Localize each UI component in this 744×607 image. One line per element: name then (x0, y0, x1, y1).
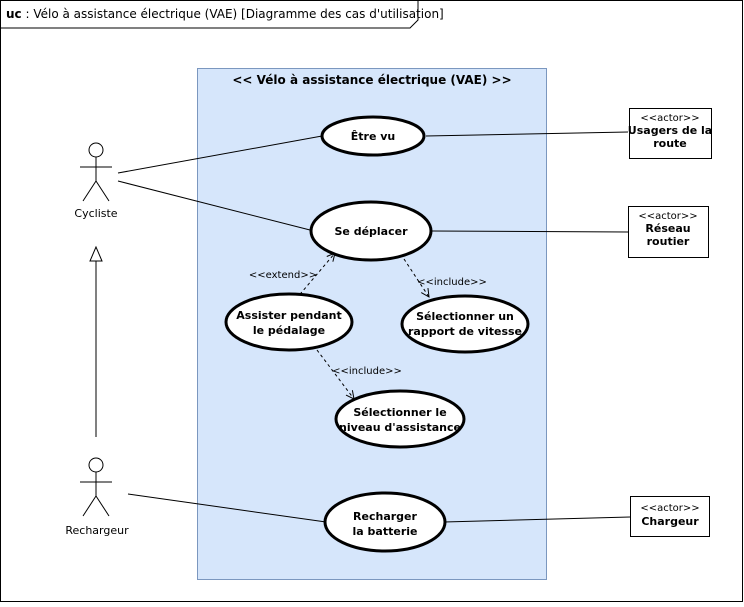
generalization-arrowhead (89, 245, 103, 262)
actor-label: Rechargeur (65, 524, 129, 537)
actor-name-line1: Réseau (645, 222, 690, 235)
use-case-selectionner-rapport[interactable]: Sélectionner un rapport de vitesse (400, 294, 530, 354)
actor-name: Chargeur (641, 515, 699, 528)
stick-figure-icon (80, 142, 112, 202)
include-label-rapport: <<include>> (417, 277, 487, 288)
actor-reseau-routier[interactable]: <<actor>> Réseau routier (628, 206, 709, 258)
use-case-label-line1: Assister pendant (236, 309, 341, 322)
include-label-niveau: <<include>> (332, 366, 402, 377)
use-case-assister-pedalage[interactable]: Assister pendant le pédalage (224, 292, 354, 352)
extend-label: <<extend>> (249, 270, 317, 281)
use-case-label-line1: Sélectionner le (353, 406, 446, 419)
use-case-se-deplacer[interactable]: Se déplacer (309, 200, 433, 262)
actor-name-line2: route (653, 137, 687, 150)
actor-name-line2: routier (647, 235, 690, 248)
frame-title: uc : Vélo à assistance électrique (VAE) … (6, 7, 444, 21)
actor-rechargeur[interactable]: Rechargeur (65, 457, 129, 537)
association-recharger-chargeur (443, 516, 631, 523)
association-cycliste-etre-vu (117, 135, 323, 174)
use-case-label-line2: la batterie (353, 525, 418, 538)
use-case-label-line2: rapport de vitesse (408, 325, 522, 338)
association-rechargeur-recharger (127, 493, 327, 523)
actor-chargeur[interactable]: <<actor>> Chargeur (630, 496, 710, 537)
use-case-label-line1: Recharger (353, 510, 417, 523)
use-case-label: Être vu (351, 130, 396, 143)
use-case-selectionner-niveau[interactable]: Sélectionner le niveau d'assistance (334, 389, 466, 449)
actor-stereotype: <<actor>> (640, 503, 699, 514)
use-case-label-line2: niveau d'assistance (339, 421, 461, 434)
association-se-deplacer-reseau (431, 230, 629, 233)
actor-cycliste[interactable]: Cycliste (74, 142, 118, 220)
actor-name-line1: Usagers de la (628, 124, 712, 137)
include-arrow-rapport (403, 258, 429, 297)
extend-arrow (295, 253, 335, 300)
system-title: << Vélo à assistance électrique (VAE) >> (232, 73, 511, 87)
actor-label: Cycliste (74, 207, 117, 220)
actor-stereotype: <<actor>> (640, 113, 699, 124)
use-case-label-line2: le pédalage (253, 324, 325, 337)
stick-figure-icon (80, 457, 112, 517)
association-cycliste-se-deplacer (117, 180, 311, 231)
use-case-recharger-batterie[interactable]: Recharger la batterie (323, 491, 447, 553)
use-case-label: Se déplacer (334, 225, 408, 238)
use-case-etre-vu[interactable]: Être vu (320, 115, 426, 157)
use-case-label-line1: Sélectionner un (416, 310, 514, 323)
include-arrow-niveau (316, 349, 354, 399)
actor-usagers-de-la-route[interactable]: <<actor>> Usagers de la route (628, 108, 712, 159)
actor-stereotype: <<actor>> (638, 211, 697, 222)
association-etre-vu-usagers (425, 131, 629, 137)
frame-title-tab (0, 0, 419, 29)
